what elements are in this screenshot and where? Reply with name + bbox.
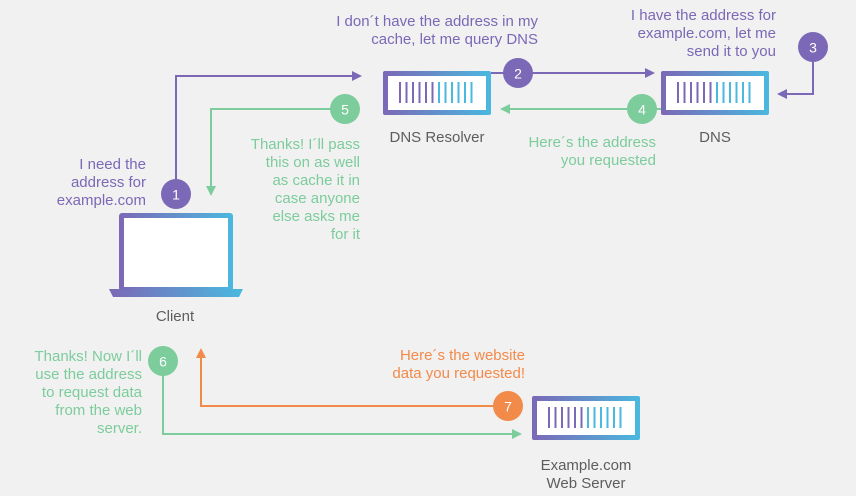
step-4-message: Here´s the address you requested xyxy=(528,134,656,169)
svg-text:5: 5 xyxy=(341,102,349,118)
node-label-resolver: DNS Resolver xyxy=(389,129,485,146)
dns-resolver-icon xyxy=(383,71,491,115)
step-badge-3: 3 xyxy=(798,32,828,62)
arrow-step-7 xyxy=(196,348,508,407)
step-badge-4: 4 xyxy=(627,94,657,124)
node-label-dns: DNS xyxy=(699,129,731,146)
dns-server-icon xyxy=(661,71,769,115)
svg-text:4: 4 xyxy=(638,102,646,118)
step-badge-7: 7 xyxy=(493,391,523,421)
step-badge-2: 2 xyxy=(503,58,533,88)
arrow-step-3 xyxy=(777,62,814,99)
svg-text:7: 7 xyxy=(504,399,512,415)
step-5-message: Thanks! I´ll pass this on as well as cac… xyxy=(250,136,360,243)
step-badge-5: 5 xyxy=(330,94,360,124)
step-1-message: I need the address for example.com xyxy=(56,156,146,209)
node-label-webserver: Example.com Web Server xyxy=(540,457,632,492)
svg-text:2: 2 xyxy=(514,66,522,82)
web-server-icon xyxy=(532,396,640,440)
step-badge-1: 1 xyxy=(161,179,191,209)
step-badge-6: 6 xyxy=(148,346,178,376)
node-label-client: Client xyxy=(155,308,195,325)
client-laptop-icon xyxy=(109,213,243,297)
step-2-message: I don´t have the address in my cache, le… xyxy=(336,13,538,48)
arrow-step-6 xyxy=(162,372,522,439)
step-3-message: I have the address for example.com, let … xyxy=(630,7,776,60)
step-7-message: Here´s the website data you requested! xyxy=(392,347,525,382)
arrow-step-5 xyxy=(206,108,331,196)
arrow-step-1 xyxy=(175,71,362,180)
svg-text:1: 1 xyxy=(172,187,180,203)
svg-text:6: 6 xyxy=(159,354,167,370)
svg-text:3: 3 xyxy=(809,40,817,56)
step-6-message: Thanks! Now I´ll use the address to requ… xyxy=(34,348,142,437)
